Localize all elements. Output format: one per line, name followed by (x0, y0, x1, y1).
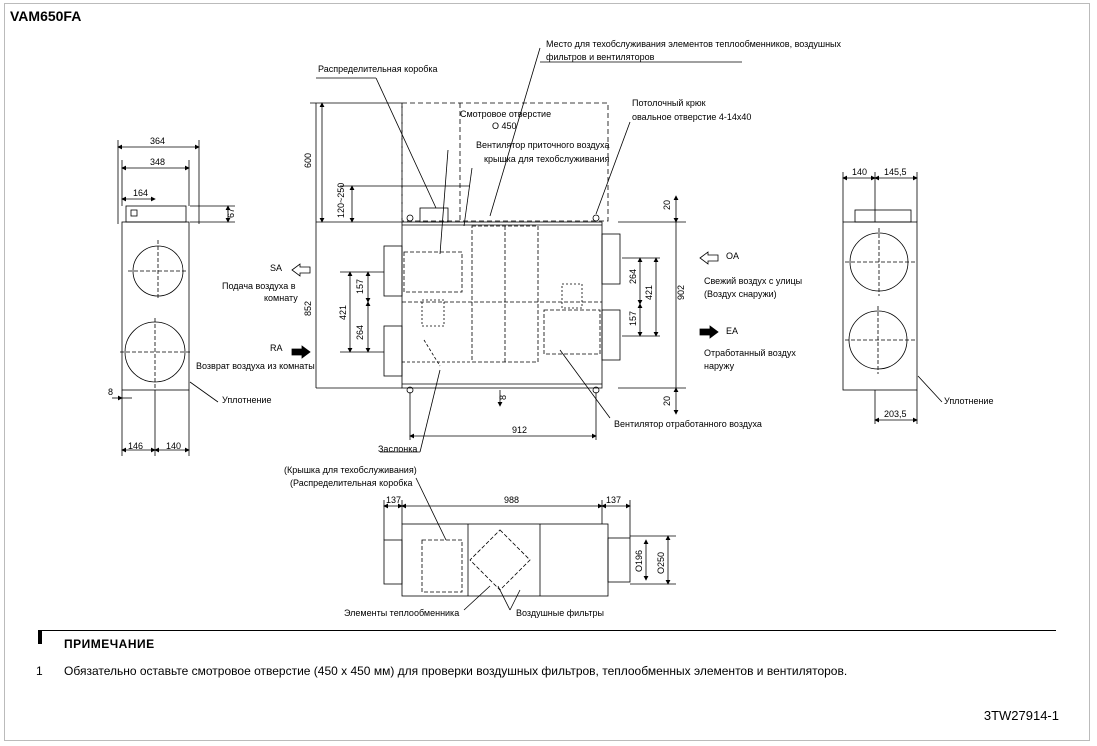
model-name: VAM650FA (10, 8, 82, 24)
dim-364: 364 (150, 136, 165, 146)
label-bottom-box: (Распределительная коробка (290, 478, 413, 488)
note-divider (38, 630, 1056, 631)
dim-137a: 137 (386, 495, 401, 505)
label-service-cover: крышка для техобслуживания (484, 154, 610, 164)
dim-140a: 140 (166, 441, 181, 451)
label-ra: RA (270, 343, 283, 353)
label-service-space-2: фильтров и вентиляторов (546, 52, 655, 62)
dim-8a: 8 (108, 387, 113, 397)
label-ceiling-hook: Потолочный крюк (632, 98, 706, 108)
note-number: 1 (36, 664, 43, 678)
dim-140b: 140 (852, 167, 867, 177)
label-inspection-hole-size: O 450 (492, 121, 517, 131)
label-sa-desc-2: комнату (264, 293, 298, 303)
dim-912: 912 (512, 425, 527, 435)
dim-137b: 137 (606, 495, 621, 505)
label-ea-desc-2: наружу (704, 361, 735, 371)
dim-988: 988 (504, 495, 519, 505)
dimension-drawing: Место для техобслуживания элементов тепл… (108, 39, 993, 618)
dim-421a: 421 (338, 305, 348, 320)
ea-arrow-icon (699, 325, 719, 339)
label-distribution-box: Распределительная коробка (318, 64, 438, 74)
label-ceiling-hook-size: овальное отверстие 4-14x40 (632, 112, 751, 122)
dim-264b: 264 (628, 269, 638, 284)
label-ea: EA (726, 326, 738, 336)
ra-arrow-icon (291, 345, 311, 359)
note-text: Обязательно оставьте смотровое отверстие… (64, 664, 848, 678)
label-ra-desc: Возврат воздуха из комнаты (196, 361, 315, 371)
bottom-view (383, 477, 676, 611)
dim-196: O196 (634, 550, 644, 572)
dim-67: 67 (226, 208, 236, 218)
page-frame (4, 3, 1090, 741)
dim-264a: 264 (355, 325, 365, 340)
dim-600: 600 (303, 153, 313, 168)
label-inspection-hole: Смотровое отверстие (460, 109, 551, 119)
dim-250: O250 (656, 552, 666, 574)
label-seal-left: Уплотнение (222, 395, 271, 405)
dim-421b: 421 (644, 285, 654, 300)
label-heat-elements: Элементы теплообменника (344, 608, 459, 618)
note-marker (38, 631, 42, 644)
label-oa-desc-2: (Воздух снаружи) (704, 289, 777, 299)
label-bottom-cover: (Крышка для техобслуживания) (284, 465, 417, 475)
label-service-space: Место для техобслуживания элементов тепл… (546, 39, 842, 49)
drawing-labels: Место для техобслуживания элементов тепл… (108, 39, 993, 618)
dim-157b: 157 (628, 311, 638, 326)
label-oa: OA (726, 251, 739, 261)
dim-8b: 8 (498, 395, 508, 400)
dim-20b: 20 (662, 396, 672, 406)
center-top-view (291, 47, 742, 453)
label-sa: SA (270, 263, 282, 273)
dim-348: 348 (150, 157, 165, 167)
dim-902: 902 (676, 285, 686, 300)
label-seal-right: Уплотнение (944, 396, 993, 406)
dim-145-5: 145,5 (884, 167, 907, 177)
dim-852: 852 (303, 301, 313, 316)
label-ea-desc-1: Отработанный воздух (704, 348, 796, 358)
dim-164: 164 (133, 188, 148, 198)
label-exhaust-fan: Вентилятор отработанного воздуха (614, 419, 762, 429)
dim-157a: 157 (355, 279, 365, 294)
dim-146: 146 (128, 441, 143, 451)
left-side-view (112, 140, 235, 456)
dim-20a: 20 (662, 200, 672, 210)
right-side-view (842, 172, 943, 424)
note-heading: ПРИМЕЧАНИЕ (64, 637, 155, 651)
dim-120-250: 120~250 (336, 183, 346, 218)
dim-203-5: 203,5 (884, 409, 907, 419)
label-sa-desc-1: Подача воздуха в (222, 281, 296, 291)
label-oa-desc-1: Свежий воздух с улицы (704, 276, 802, 286)
label-air-filters: Воздушные фильтры (516, 608, 604, 618)
label-supply-fan: Вентилятор приточного воздуха (476, 140, 609, 150)
document-number: 3TW27914-1 (983, 708, 1059, 723)
label-damper: Заслонка (378, 444, 417, 454)
